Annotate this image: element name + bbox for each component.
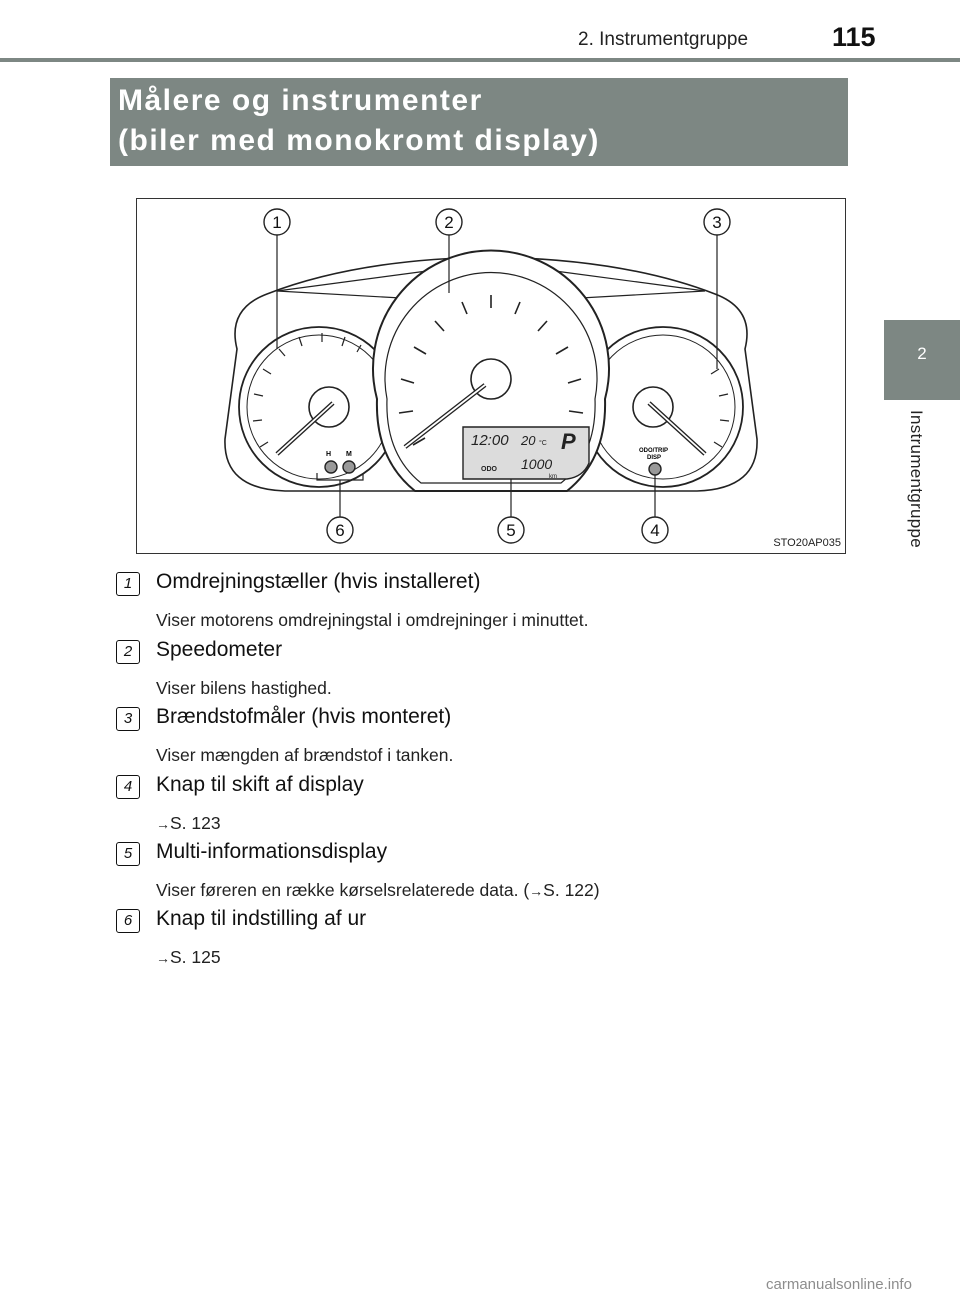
chapter-tab: 2	[884, 320, 960, 400]
item-number-badge: 2	[116, 640, 140, 664]
lcd-clock: 12:00	[471, 432, 509, 449]
section-title-line-1: Målere og instrumenter	[118, 84, 483, 117]
callout-5	[497, 516, 525, 544]
item-title: Knap til indstilling af ur	[156, 907, 367, 930]
hour-button	[324, 460, 338, 474]
instrument-cluster-figure: 12:00 20 °C P ODO 1000 km H M ODO/TRIP D…	[136, 198, 846, 554]
section-title-box: Målere og instrumenter (biler med monokr…	[110, 78, 848, 166]
item-title: Multi-informationsdisplay	[156, 840, 388, 863]
item-number-badge: 5	[116, 842, 140, 866]
lcd-shift-position: P	[561, 429, 576, 454]
odo-trip-label-line-1: ODO/TRIP	[639, 448, 668, 454]
callout-circles	[263, 208, 731, 544]
header-divider	[0, 58, 960, 62]
page-reference-link[interactable]: S. 122)	[543, 880, 600, 900]
callout-4	[641, 516, 669, 544]
arrow-right-icon: →	[156, 816, 170, 832]
watermark[interactable]: carmanualsonline.info	[766, 1276, 912, 1293]
callout-2	[435, 208, 463, 236]
arrow-right-icon: →	[529, 883, 544, 899]
figure-code: STO20AP035	[773, 537, 841, 549]
item-number-badge: 6	[116, 909, 140, 933]
callout-5-label: 5	[506, 521, 515, 540]
callout-6-label: 6	[335, 521, 344, 540]
callout-2-label: 2	[444, 213, 453, 232]
callout-1-label: 1	[272, 213, 281, 232]
running-header-section: 2. Instrumentgruppe	[578, 29, 749, 50]
item-reference: →S. 123	[156, 813, 221, 834]
chapter-tab-label: Instrumentgruppe	[907, 410, 926, 549]
minute-button	[342, 460, 356, 474]
item-number-badge: 1	[116, 572, 140, 596]
odo-trip-disp-button	[648, 462, 662, 476]
page-reference-link[interactable]: S. 125	[170, 947, 221, 967]
minute-button-label: M	[346, 451, 352, 458]
item-description: Viser mængden af brændstof i tanken.	[156, 745, 454, 765]
arrow-right-icon: →	[156, 950, 170, 966]
speedometer-gauge	[372, 249, 610, 492]
multi-information-display	[462, 426, 590, 480]
item-number-badge: 4	[116, 775, 140, 799]
item-number-badge: 3	[116, 707, 140, 731]
callout-6	[326, 516, 354, 544]
odo-trip-label-line-2: DISP	[647, 455, 661, 461]
lcd-temperature: 20	[520, 433, 536, 448]
callout-leaders	[276, 235, 718, 517]
lcd-temperature-unit: °C	[539, 439, 547, 447]
item-title: Knap til skift af display	[156, 773, 364, 796]
item-description: Viser motorens omdrejningstal i omdrejni…	[156, 610, 589, 630]
item-title: Omdrejningstæller (hvis installeret)	[156, 570, 481, 593]
item-description: Viser bilens hastighed.	[156, 678, 332, 698]
callout-4-label: 4	[650, 521, 659, 540]
chapter-tab-number: 2	[917, 344, 927, 363]
item-title: Brændstofmåler (hvis monteret)	[156, 705, 452, 728]
instrument-cluster-illustration: 12:00 20 °C P ODO 1000 km H M ODO/TRIP D…	[224, 208, 758, 544]
lcd-distance-unit: km	[549, 474, 557, 480]
item-description: Viser føreren en række kørselsrelaterede…	[156, 880, 600, 901]
page-number: 115	[832, 22, 876, 52]
item-title: Speedometer	[156, 638, 283, 661]
section-title-line-2: (biler med monokromt display)	[118, 124, 600, 157]
lcd-odo-label: ODO	[481, 466, 498, 473]
item-reference: →S. 125	[156, 947, 221, 968]
lcd-readout: 12:00 20 °C P ODO 1000 km	[471, 429, 576, 480]
callout-1	[263, 208, 291, 236]
callout-3-label: 3	[712, 213, 721, 232]
page-reference-link[interactable]: S. 123	[170, 813, 221, 833]
item-description-text: Viser føreren en række kørselsrelaterede…	[156, 880, 530, 900]
lcd-odometer: 1000	[521, 456, 552, 472]
hour-button-label: H	[326, 451, 331, 458]
callout-3	[703, 208, 731, 236]
